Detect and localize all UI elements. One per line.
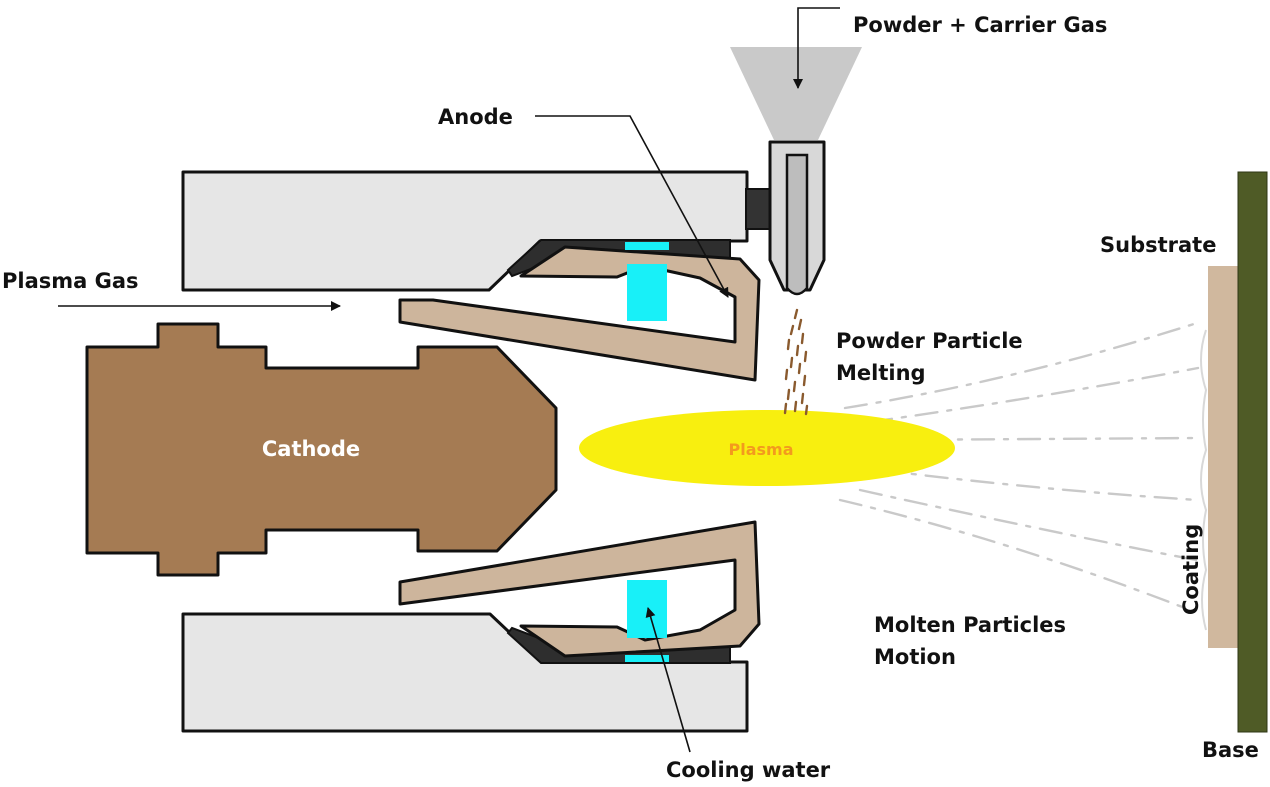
substrate-label: Substrate xyxy=(1100,233,1216,257)
cathode xyxy=(85,322,558,577)
powder-particle-melting-label-line1: Powder Particle xyxy=(836,329,1023,353)
base-plate xyxy=(1237,171,1268,733)
jet-line-4 xyxy=(878,468,1200,502)
powder-particle-melting-label-line2: Melting xyxy=(836,361,926,385)
cathode-label: Cathode xyxy=(262,437,360,461)
powder-particles xyxy=(783,308,809,416)
jet-line-6 xyxy=(838,498,1192,612)
coating-layer xyxy=(1208,266,1238,648)
lower-housing xyxy=(181,612,749,733)
base-label: Base xyxy=(1202,738,1259,762)
powder-carrier-gas-label: Powder + Carrier Gas xyxy=(853,13,1107,37)
lower-cooling-water xyxy=(627,580,667,638)
coating-label: Coating xyxy=(1179,524,1203,615)
jet-line-5 xyxy=(858,488,1198,562)
powder-nozzle-tube xyxy=(785,153,809,296)
cooling-water-label: Cooling water xyxy=(666,758,831,782)
molten-particles-motion-label-line1: Molten Particles xyxy=(874,613,1066,637)
coating-surface xyxy=(1200,329,1208,631)
powder-hopper xyxy=(730,47,862,140)
anode-leader-line xyxy=(535,115,729,298)
spray-jet-lines xyxy=(838,320,1202,612)
anode-label: Anode xyxy=(438,105,513,129)
jet-line-2 xyxy=(868,366,1200,424)
upper-cooling-water xyxy=(627,264,667,321)
upper-cooling-water-strip xyxy=(625,242,669,250)
nozzle-holder xyxy=(745,188,771,230)
jet-line-1 xyxy=(843,320,1202,410)
powder-feed-arrow xyxy=(793,7,840,89)
lower-anode xyxy=(398,520,761,658)
plasma-plume xyxy=(579,410,955,486)
plasma-gas-label: Plasma Gas xyxy=(2,269,139,293)
lower-cooling-water-strip xyxy=(625,655,669,662)
cooling-water-leader-line xyxy=(645,607,691,753)
plasma-label: Plasma xyxy=(729,440,794,459)
molten-particles-motion-label-line2: Motion xyxy=(874,645,956,669)
